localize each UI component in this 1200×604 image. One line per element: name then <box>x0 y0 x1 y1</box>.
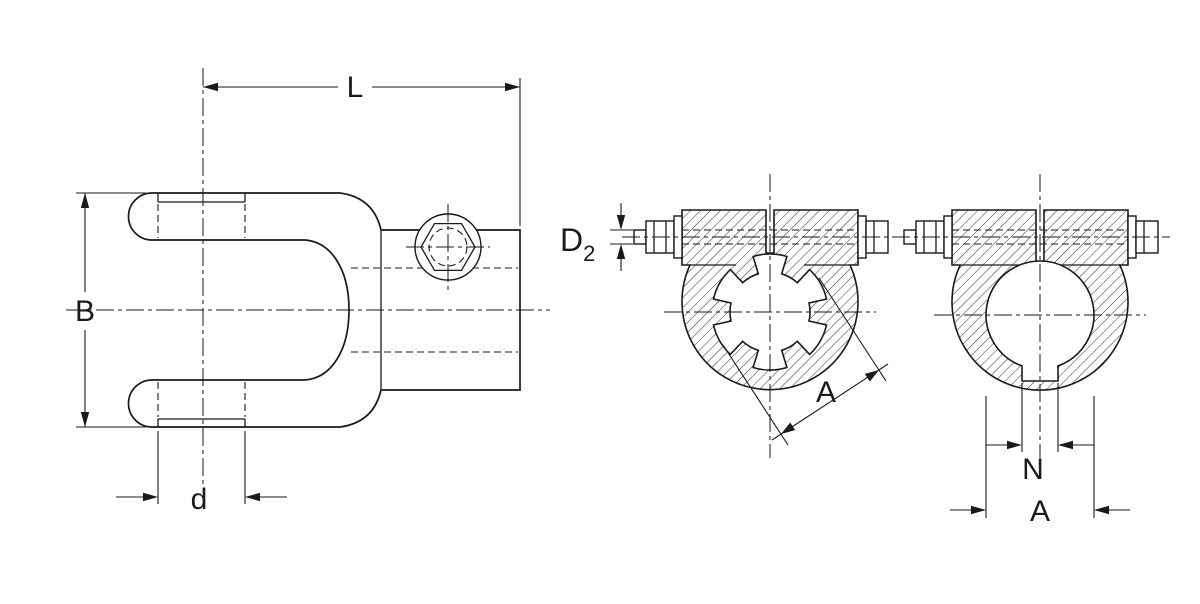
dimension-label-d: d <box>191 483 208 516</box>
bearing-seat-bottom <box>157 418 246 427</box>
dimension-L: L <box>203 71 521 226</box>
dimension-d: d <box>116 431 287 516</box>
extension-lines <box>1021 383 1059 452</box>
arrowhead-right <box>505 82 520 92</box>
dimension-D2: D2 <box>560 203 633 271</box>
dimension-label-A-bore: A <box>1030 495 1050 528</box>
dimension-label-N: N <box>1022 453 1044 486</box>
dimension-label-L: L <box>347 71 364 104</box>
dimension-N: N <box>986 383 1094 486</box>
keyed-clamp-section <box>951 209 1129 391</box>
arrowhead-left <box>203 82 218 92</box>
arrowhead-right <box>245 492 260 502</box>
dimension-A-bore: A <box>950 396 1130 528</box>
dimension-label-A-spline: A <box>816 376 836 409</box>
arrowhead-right <box>1058 440 1073 450</box>
dimension-B: B <box>75 192 146 428</box>
keyed-end-view <box>903 209 1159 391</box>
arrowhead-left <box>781 422 796 434</box>
extension-lines <box>157 431 246 504</box>
arrowhead-right <box>864 370 879 382</box>
arrowhead-top <box>616 215 626 230</box>
extension-lines <box>76 192 146 428</box>
dimension-label-D2: D2 <box>560 222 595 266</box>
arrowhead-top <box>80 193 90 208</box>
extension-lines <box>610 229 633 245</box>
arrowhead-bottom <box>616 244 626 259</box>
arrowhead-bottom <box>80 412 90 427</box>
dimension-A-spline: A <box>722 277 889 446</box>
arrowhead-right <box>1094 505 1109 515</box>
bearing-seat-top <box>157 193 246 203</box>
dimension-label-B: B <box>75 295 95 328</box>
cross-hole-hidden-edges <box>157 204 246 417</box>
arrowhead-left <box>1007 440 1022 450</box>
arrowhead-left <box>971 505 986 515</box>
splined-clamp-section <box>681 209 859 391</box>
centerlines <box>66 68 1170 487</box>
extension-lines <box>985 396 1095 518</box>
arrowhead-left <box>143 492 158 502</box>
extension-lines <box>722 277 887 446</box>
